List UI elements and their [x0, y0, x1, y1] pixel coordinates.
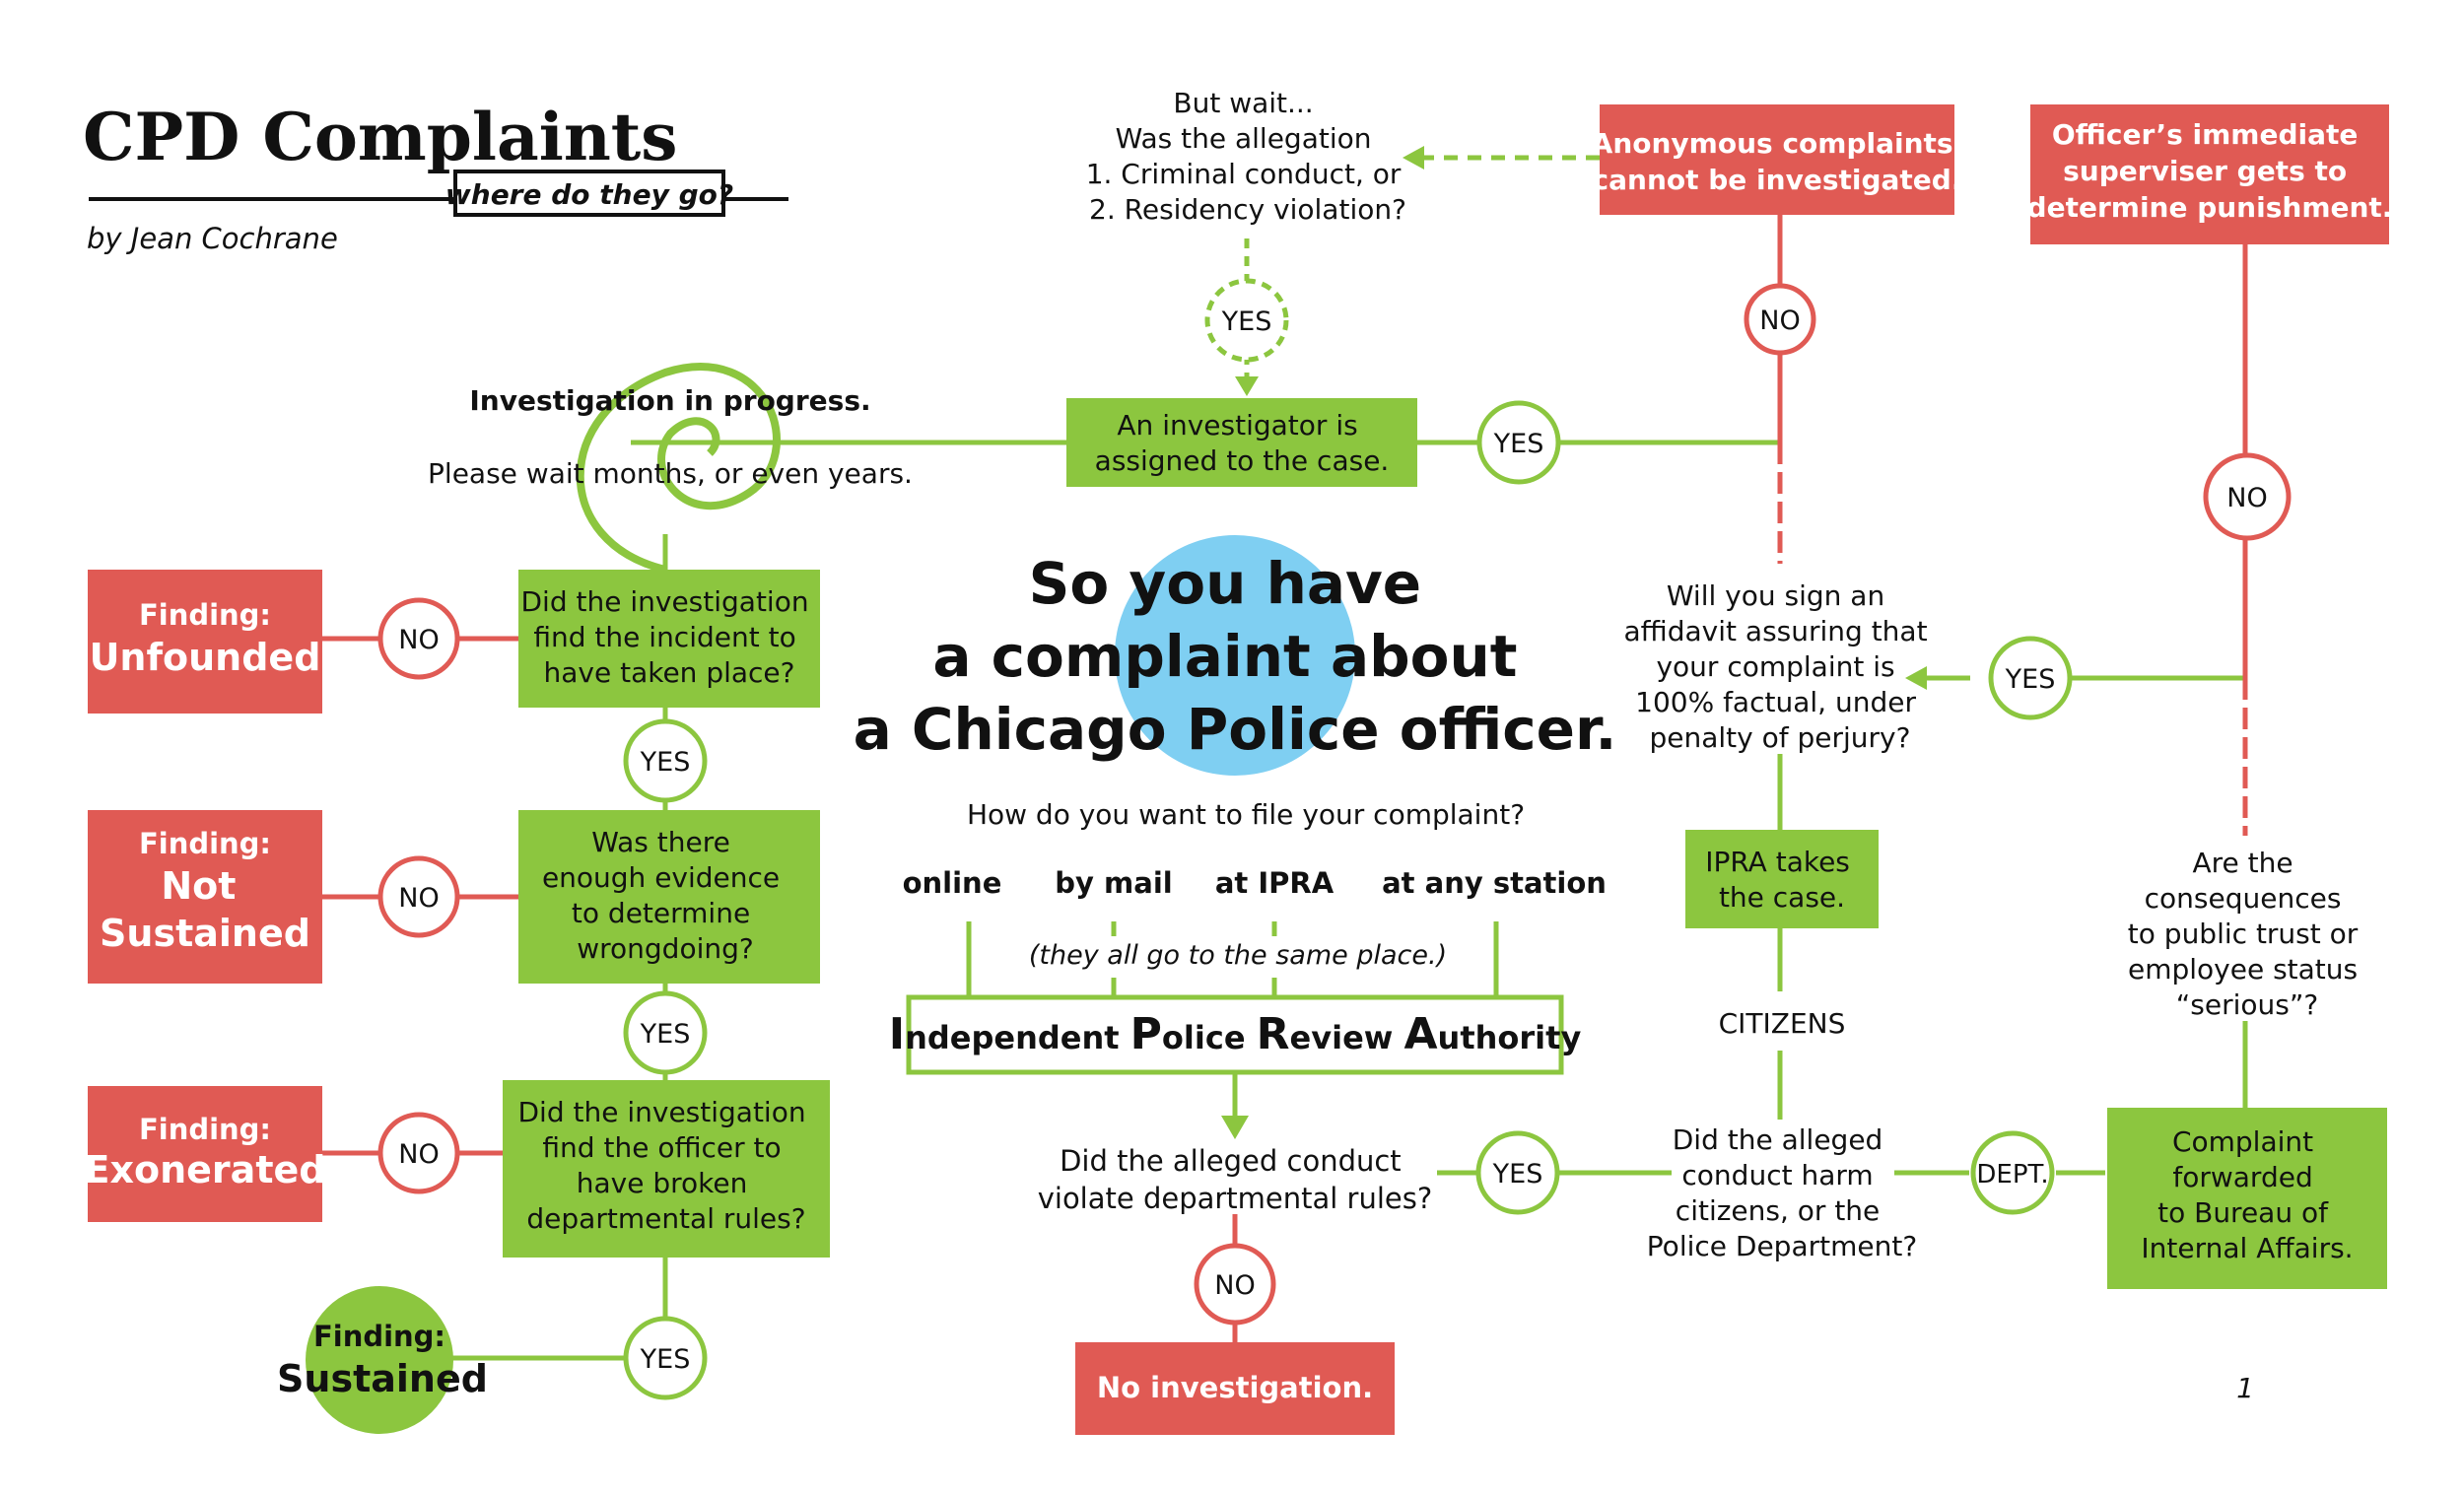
ipra-takes-box	[1685, 830, 1879, 928]
yes-node-investigator	[1476, 400, 1561, 485]
in-progress-title: Investigation in progress.	[469, 384, 870, 417]
yes-node-violate	[1475, 1130, 1560, 1215]
finding-exonerated-value: Exonerated	[85, 1148, 326, 1191]
finding-exonerated-box	[88, 1086, 322, 1222]
finding-exonerated-label: Finding:	[139, 1113, 271, 1146]
methods-note: (they all go to the same place.)	[1029, 940, 1447, 971]
finding-unfounded-label: Finding:	[139, 598, 271, 632]
q-incident-text: Did the investigation find the incident …	[520, 585, 817, 689]
no-node-evidence	[377, 855, 460, 938]
anonymous-text: Anonymous complaints cannot be investiga…	[1592, 127, 1963, 196]
page-number: 1	[2236, 1372, 2254, 1404]
supervisor-text: Officer’s immediate superviser gets to d…	[2027, 118, 2393, 224]
finding-not-sustained-label: Finding:	[139, 827, 271, 860]
arrowheads	[1221, 146, 1927, 1139]
headline-dot	[1115, 535, 1355, 776]
page-subtitle: where do they go?	[445, 178, 733, 211]
spiral-icon	[576, 363, 781, 574]
no-label-anonymous: NO	[1759, 306, 1800, 336]
no-node-violate	[1194, 1243, 1276, 1326]
internal-affairs-text: Complaint forwarded to Bureau of Interna…	[2141, 1125, 2353, 1264]
no-label-incident: NO	[398, 625, 439, 655]
dept-label: DEPT.	[1976, 1160, 2048, 1190]
yes-label-investigator: YES	[1493, 429, 1544, 459]
harm-question: Did the alleged conduct harm citizens, o…	[1647, 1123, 1917, 1262]
but-wait-question: But wait... Was the allegation 1. Crimin…	[1086, 87, 1410, 226]
q-broken-box	[503, 1080, 830, 1258]
no-investigation-box	[1075, 1342, 1395, 1435]
finding-sustained-circle	[306, 1286, 453, 1434]
yes-node-affidavit	[1988, 636, 2073, 720]
serious-question: Are the consequences to public trust or …	[2128, 847, 2366, 1021]
no-label-evidence: NO	[398, 883, 439, 914]
investigator-box	[1066, 398, 1417, 487]
no-node-incident	[377, 597, 460, 680]
no-label-supervisor: NO	[2226, 483, 2267, 513]
method-online: online	[903, 866, 1002, 900]
headline: So you have a complaint about a Chicago …	[854, 550, 1617, 763]
yes-node-broken	[623, 1316, 708, 1400]
yes-label-violate: YES	[1492, 1159, 1543, 1190]
finding-sustained-value: Sustained	[277, 1357, 488, 1400]
ipra-box	[906, 994, 1564, 1075]
finding-unfounded-box	[88, 570, 322, 714]
yes-node-evidence	[623, 990, 708, 1075]
finding-not-sustained-box	[88, 810, 322, 984]
affidavit-question: Will you sign an affidavit assuring that…	[1624, 579, 1937, 754]
yes-label-incident: YES	[640, 747, 691, 778]
yes-label-broken: YES	[640, 1344, 691, 1375]
q-incident-box	[518, 570, 820, 708]
no-node-broken	[377, 1112, 460, 1194]
q-evidence-box	[518, 810, 820, 984]
no-node-anonymous	[1744, 283, 1816, 356]
method-ipra: at IPRA	[1215, 866, 1335, 900]
dept-node	[1970, 1130, 2055, 1215]
supervisor-box	[2030, 104, 2389, 244]
byline: by Jean Cochrane	[87, 222, 338, 255]
yes-label-affidavit: YES	[2005, 664, 2056, 695]
file-question: How do you want to file your complaint?	[967, 798, 1525, 831]
no-label-broken: NO	[398, 1139, 439, 1170]
internal-affairs-box	[2107, 1108, 2387, 1289]
finding-unfounded-value: Unfounded	[90, 636, 321, 679]
page-title: CPD Complaints	[83, 99, 677, 175]
subtitle-box	[453, 170, 725, 217]
q-evidence-text: Was there enough evidence to determine w…	[542, 826, 788, 965]
ipra-title: Independent Police Review Authority	[889, 1009, 1582, 1059]
anonymous-box	[1600, 104, 1954, 215]
method-station: at any station	[1382, 866, 1607, 900]
in-progress-note: Please wait months, or even years.	[428, 457, 913, 490]
investigator-text: An investigator is assigned to the case.	[1095, 409, 1390, 477]
yes-node-but-wait	[1204, 278, 1289, 363]
method-mail: by mail	[1055, 866, 1172, 900]
finding-sustained-label: Finding:	[313, 1320, 445, 1353]
ipra-takes-text: IPRA takes the case.	[1705, 846, 1859, 914]
violate-question: Did the alleged conduct violate departme…	[1038, 1144, 1433, 1215]
finding-not-sustained-value: Not Sustained	[100, 864, 310, 955]
yes-node-incident	[623, 718, 708, 803]
yes-label-evidence: YES	[640, 1019, 691, 1050]
q-broken-text: Did the investigation find the officer t…	[517, 1096, 814, 1235]
citizens-label: CITIZENS	[1719, 1007, 1846, 1040]
no-label-violate: NO	[1214, 1270, 1255, 1301]
yes-label-but-wait: YES	[1221, 306, 1272, 337]
no-node-supervisor	[2203, 452, 2292, 541]
no-investigation-text: No investigation.	[1097, 1371, 1373, 1404]
